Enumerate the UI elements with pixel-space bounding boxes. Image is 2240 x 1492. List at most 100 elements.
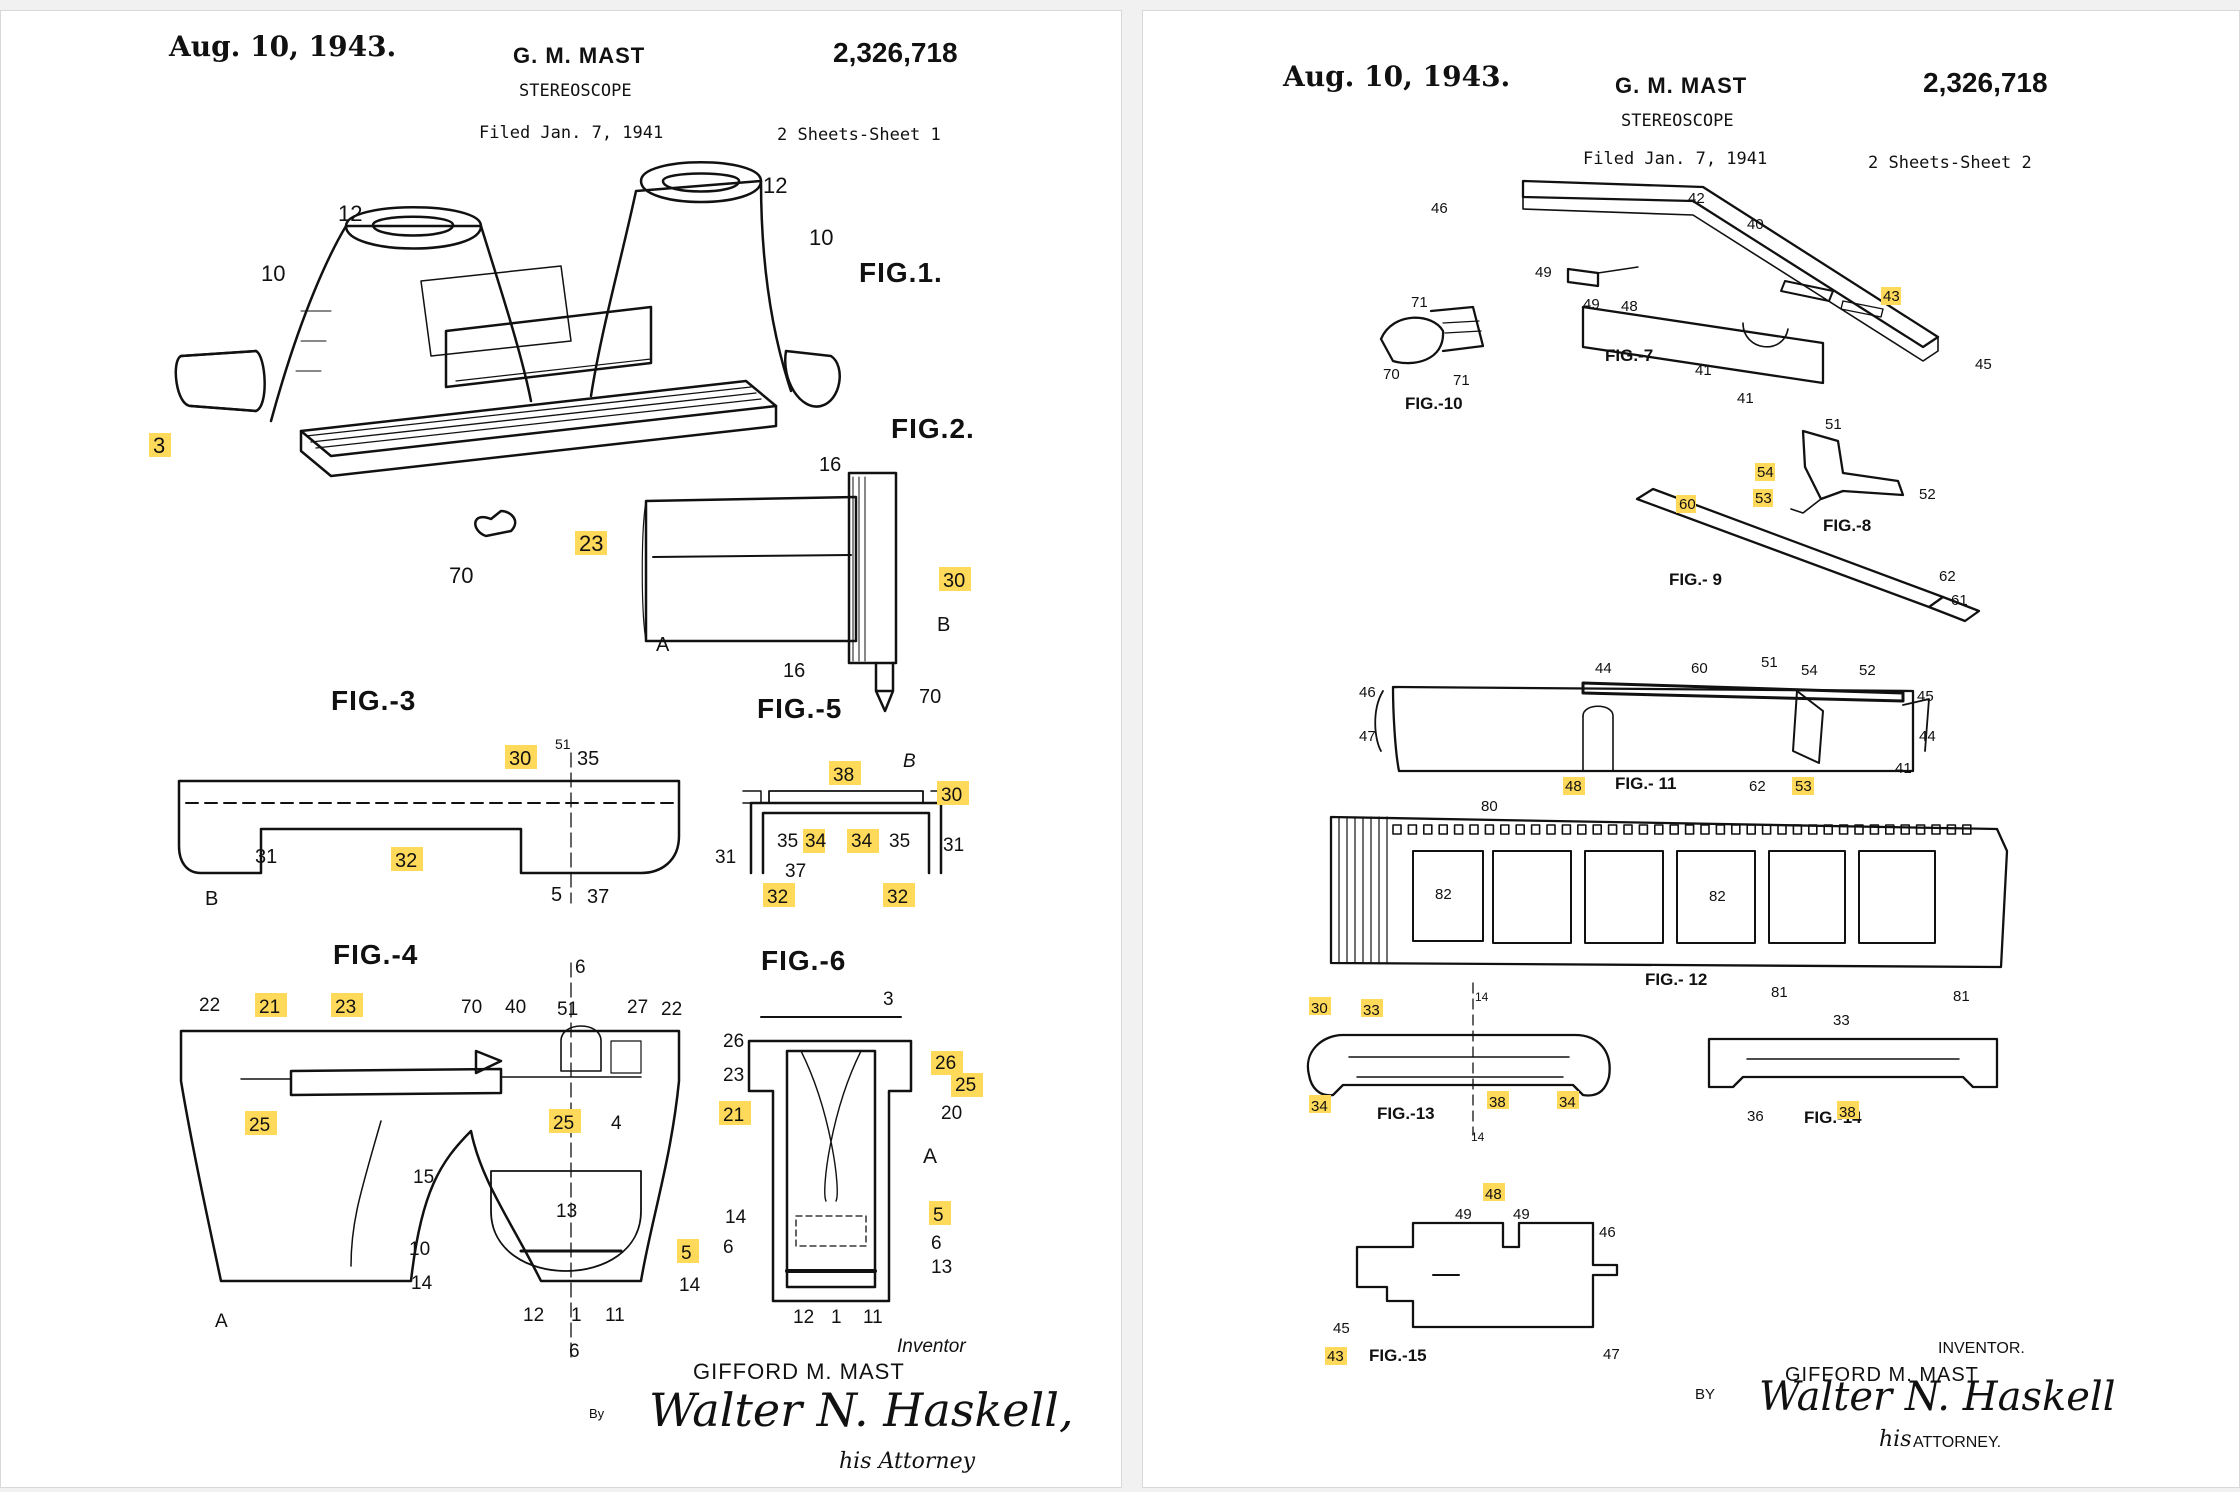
ref-numeral: 37 <box>785 861 806 882</box>
ref-numeral: 26 <box>935 1053 956 1074</box>
ref-numeral: 10 <box>409 1239 430 1260</box>
ref-numeral: 30 <box>943 570 965 592</box>
ref-numeral: 52 <box>1859 662 1876 679</box>
ref-numeral: 12 <box>763 173 787 198</box>
highlight-mark <box>883 883 915 907</box>
ref-numeral: 16 <box>783 660 805 682</box>
fig-label: FIG.-8 <box>1823 516 1872 535</box>
highlight-mark <box>549 1109 581 1133</box>
ref-numeral: 43 <box>1327 1348 1344 1365</box>
ref-numeral: 23 <box>723 1065 744 1086</box>
ref-numeral: 35 <box>889 831 910 852</box>
fig-10-clip-drawing <box>1379 305 1485 365</box>
film-perforation <box>1407 824 1418 835</box>
ref-numeral: B <box>205 888 218 910</box>
ref-numerals-fig-6: 3 26 26 23 25 21 20 A 5 14 6 6 13 12 1 1… <box>723 989 976 1328</box>
ref-numeral: 5 <box>681 1243 692 1264</box>
ref-numerals-fig-2: 16 30 A B 16 70 <box>656 454 965 708</box>
highlight-mark <box>1487 1091 1509 1109</box>
fig-label: FIG.-15 <box>1369 1346 1427 1365</box>
highlight-mark <box>847 829 879 853</box>
ref-numeral: 30 <box>941 785 962 806</box>
ref-numeral: 41 <box>1895 760 1912 777</box>
highlight-mark <box>951 1073 983 1097</box>
ref-numeral: 12 <box>523 1305 544 1326</box>
ref-numeral: 35 <box>777 831 798 852</box>
ref-numeral: 16 <box>819 454 841 476</box>
highlight-mark <box>505 745 537 769</box>
film-frames <box>1412 850 1936 944</box>
highlight-mark <box>331 993 363 1017</box>
ref-numeral: 80 <box>1481 798 1498 815</box>
ref-numeral: 49 <box>1513 1206 1530 1223</box>
fig-label: FIG.-10 <box>1405 394 1463 413</box>
film-perforation <box>1931 824 1941 835</box>
ref-numeral: 41 <box>1695 362 1712 379</box>
highlight-mark <box>677 1239 699 1263</box>
ref-numeral: 51 <box>1825 416 1842 433</box>
highlight-mark <box>1361 999 1383 1017</box>
ref-numeral: 26 <box>723 1031 744 1052</box>
ref-numeral: 15 <box>413 1167 434 1188</box>
film-perforation <box>1499 824 1510 835</box>
film-perforation <box>1669 824 1680 835</box>
highlight-mark <box>149 433 171 457</box>
inventor-name: GIFFORD M. MAST <box>1785 1364 1979 1386</box>
fig-6-housing-drawing <box>747 1016 913 1303</box>
fig-13-section-drawing <box>1306 1033 1611 1097</box>
ref-numeral: 46 <box>1599 1224 1616 1241</box>
ref-numeral: 31 <box>715 847 736 868</box>
highlight-mark <box>575 531 607 555</box>
ref-numeral: 14 <box>411 1273 433 1294</box>
attorney-caption: ATTORNEY. <box>1913 1434 2002 1451</box>
ref-numeral: 14 <box>679 1275 701 1296</box>
inventor-caption: Inventor <box>897 1336 966 1357</box>
film-perforation <box>1576 824 1587 835</box>
highlight-mark <box>1325 1347 1347 1365</box>
ref-numeral: 31 <box>255 846 277 868</box>
film-perforation <box>1638 824 1649 835</box>
ref-numeral: 10 <box>261 261 285 286</box>
ref-numeral: 27 <box>627 997 648 1018</box>
fig-label: FIG.- 11 <box>1615 774 1677 793</box>
patent-sheet-2: Aug. 10, 1943. G. M. MAST 2,326,718 STER… <box>1142 10 2240 1488</box>
ref-numeral: 46 <box>1431 200 1448 217</box>
ref-numeral: 47 <box>1359 728 1376 745</box>
highlight-mark <box>255 993 287 1017</box>
ref-numeral: 48 <box>1621 298 1638 315</box>
highlight-marks <box>1309 287 1901 1365</box>
ref-numerals-fig-3: 30 51 35 31 32 B 5 37 <box>205 736 609 910</box>
sheet-2-drawings: 46 42 40 49 49 48 43 45 41 41 71 70 71 5… <box>1306 179 2009 1365</box>
ref-numeral: 62 <box>1749 778 1766 795</box>
ref-numeral: 42 <box>1688 190 1705 207</box>
ref-numeral: 51 <box>1761 654 1778 671</box>
ref-numeral: 3 <box>153 433 165 458</box>
film-perforation <box>1700 824 1710 835</box>
ref-numeral: 22 <box>199 995 220 1016</box>
fig-5-section-drawing <box>742 790 950 875</box>
ref-numeral: 30 <box>509 748 531 770</box>
ref-numeral: 41 <box>1737 390 1754 407</box>
ref-numeral: 38 <box>833 765 854 786</box>
ref-numeral: 49 <box>1455 1206 1472 1223</box>
patent-date: Aug. 10, 1943. <box>169 30 397 63</box>
fig-label: FIG.2. <box>891 413 975 444</box>
fig-label: FIG.-6 <box>761 945 847 976</box>
highlight-mark <box>1483 1183 1505 1201</box>
ref-numeral: 14 <box>1471 1130 1485 1144</box>
fig-2-attachment-drawing <box>641 471 898 713</box>
film-perforation <box>1915 824 1926 835</box>
fig-label: FIG.- 9 <box>1669 570 1722 589</box>
highlight-mark <box>1309 1095 1331 1113</box>
film-perforation <box>1623 824 1633 835</box>
attorney-signature: Walter N. Haskell, <box>649 1383 1074 1437</box>
ref-numerals-fig-1: 12 12 10 10 3 23 70 <box>153 173 833 588</box>
patent-title: STEREOSCOPE <box>519 81 632 101</box>
patent-number: 2,326,718 <box>833 37 958 68</box>
ref-numeral: 40 <box>1747 216 1764 233</box>
ref-numeral: 23 <box>335 997 356 1018</box>
film-perforation <box>1838 824 1849 835</box>
ref-numeral: 32 <box>767 887 788 908</box>
ref-numerals-fig-4: 22 21 23 70 40 6 51 27 22 25 25 4 15 13 … <box>199 957 701 1362</box>
ref-numeral: 5 <box>933 1205 944 1226</box>
